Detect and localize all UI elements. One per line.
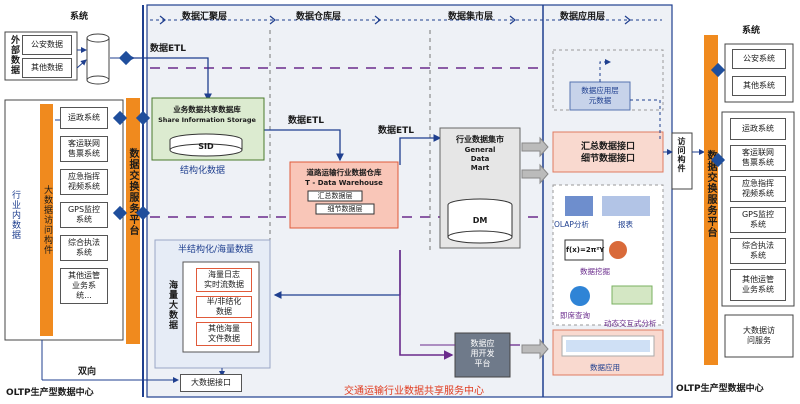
- right-external-public-security: 公安系统: [732, 49, 786, 69]
- data-apply-label: 数据应用: [590, 363, 620, 372]
- column-header-system: 系统: [70, 12, 89, 22]
- external-item-other: 其他数据: [22, 58, 72, 78]
- right-internal-enforcement: 综合执法 系统: [730, 238, 786, 264]
- right-internal-emergency: 应急指挥 视频系统: [730, 176, 786, 202]
- etl-label-2: 数据ETL: [288, 116, 325, 126]
- internal-item-yunzheng: 运政系统: [60, 107, 108, 129]
- column-header-warehouse: 数据仓库层: [296, 12, 342, 22]
- right-internal-other-business: 其他运管 业务系统: [730, 269, 786, 301]
- app-meta-label: 数据应用层 元数据: [581, 86, 619, 105]
- internal-item-gps: GPS监控 系统: [60, 202, 108, 228]
- mart-en: General Data Mart: [464, 146, 496, 172]
- right-external-other: 其他系统: [732, 76, 786, 96]
- semi-item-other-files: 其他海量 文件数据: [196, 322, 252, 346]
- massive-data-label: 海量大数据: [167, 280, 177, 330]
- column-header-right-system: 系统: [742, 26, 761, 36]
- semi-structured-title: 半结构化/海量数据: [178, 245, 254, 255]
- external-data-label: 外部数据: [9, 35, 19, 75]
- column-header-mart: 数据集市层: [448, 12, 494, 22]
- bigdata-interface-box: 大数据接口: [180, 374, 242, 392]
- right-exchange-platform-label: 数据交换服务平台: [705, 150, 716, 238]
- column-header-gather: 数据汇聚层: [182, 12, 228, 22]
- service-center-border: [146, 4, 673, 398]
- two-way-label: 双向: [78, 367, 97, 377]
- right-exchange-platform-bar: [704, 35, 718, 365]
- app-interface-label: 汇总数据接口 细节数据接口: [580, 142, 635, 164]
- semi-item-log-stream: 海量日志 实时流数据: [196, 268, 252, 292]
- left-exchange-platform-bar: [126, 98, 140, 344]
- right-internal-gps: GPS监控 系统: [730, 207, 786, 233]
- mining-label: 数据挖掘: [580, 267, 610, 276]
- sid-label: SID: [198, 142, 214, 151]
- left-exchange-platform-label: 数据交换服务平台: [127, 148, 138, 236]
- right-bigdata-service: 大数据访 问服务: [731, 320, 787, 352]
- service-center-title: 交通运输行业数据共享服务中心: [344, 386, 484, 397]
- external-item-public-security: 公安数据: [22, 35, 72, 55]
- right-internal-ticketing: 客运联网 售票系统: [730, 145, 786, 171]
- bigdata-access-bar: 大数据访问构件: [40, 104, 53, 336]
- structured-data-label: 结构化数据: [180, 166, 226, 176]
- query-label: 即席查询: [560, 311, 590, 320]
- dev-platform-label: 数据应 用开发 平台: [470, 339, 495, 368]
- etl-label-1: 数据ETL: [150, 44, 187, 54]
- warehouse-detail-layer: 细节数据层: [327, 205, 363, 213]
- column-header-app: 数据应用层: [560, 12, 606, 22]
- olap-label: OLAP分析: [554, 220, 589, 229]
- access-component-label: 访问构件: [677, 137, 686, 173]
- internal-item-emergency: 应急指挥 视频系统: [60, 169, 108, 195]
- internal-item-enforcement: 综合执法 系统: [60, 235, 108, 261]
- right-oltp-label: OLTP生产型数据中心: [676, 384, 764, 394]
- formula-label: f(x)=2π²Y: [566, 246, 605, 254]
- share-db-en: Share Information Storage: [158, 116, 256, 124]
- mart-title: 行业数据集市: [456, 135, 504, 144]
- etl-label-3: 数据ETL: [378, 126, 415, 136]
- internal-item-other-business: 其他运管 业务系 统...: [60, 268, 108, 304]
- semi-item-unstructured: 半/非结化 数据: [196, 296, 252, 318]
- share-db-title: 业务数据共享数据库: [173, 105, 241, 114]
- left-oltp-label: OLTP生产型数据中心: [6, 388, 94, 398]
- internal-data-label: 行业内数据: [10, 190, 20, 240]
- warehouse-title: 道路运输行业数据仓库: [306, 168, 382, 177]
- dm-label: DM: [472, 216, 488, 225]
- report-label: 报表: [618, 220, 633, 229]
- warehouse-summary-layer: 汇总数据层: [317, 192, 353, 200]
- right-internal-yunzheng: 运政系统: [730, 118, 786, 140]
- dynamic-analysis-label: 动态交互式分析: [604, 319, 657, 328]
- internal-item-ticketing: 客运联网 售票系统: [60, 136, 108, 162]
- warehouse-en: T - Data Warehouse: [305, 179, 383, 187]
